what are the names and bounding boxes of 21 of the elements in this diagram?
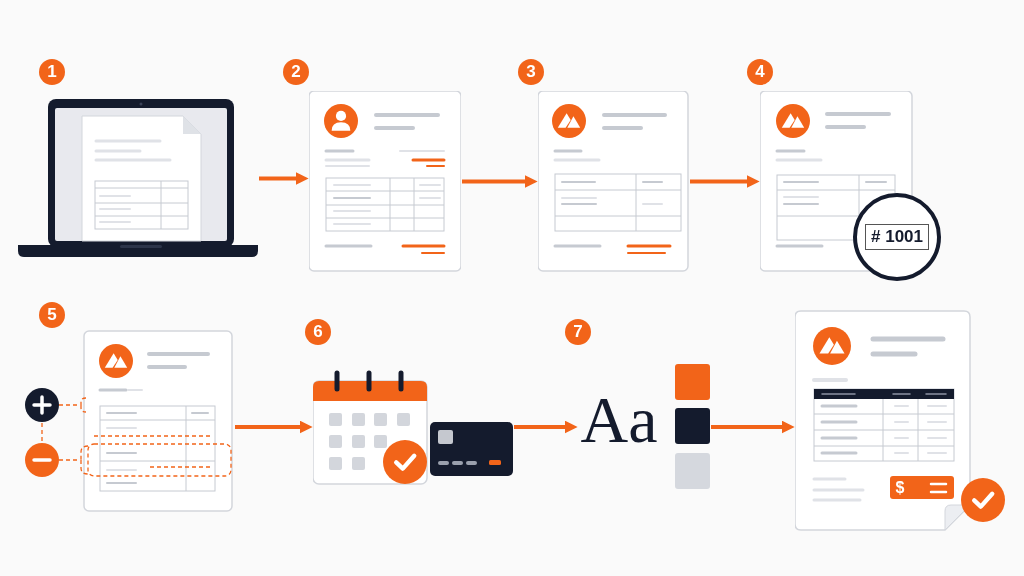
step-number-badge: 6 [305, 319, 331, 345]
invoice-edit-illustration [24, 330, 234, 513]
calendar-payment-illustration [313, 368, 513, 486]
step-number-badge: 1 [39, 59, 65, 85]
step-number-badge: 7 [565, 319, 591, 345]
dollar-sign: $ [895, 479, 905, 497]
step-number-badge: 2 [283, 59, 309, 85]
step-number-badge: 3 [518, 59, 544, 85]
step-number-badge: 5 [39, 302, 65, 328]
arrow [462, 175, 538, 188]
arrow [711, 420, 795, 434]
arrow [235, 420, 313, 434]
step-number-badge: 4 [747, 59, 773, 85]
arrow [259, 172, 309, 185]
arrow [514, 420, 578, 434]
invoice-illustration [538, 91, 689, 272]
laptop-illustration [18, 99, 258, 258]
invoice-illustration [309, 91, 461, 272]
font-sample: Aa [580, 387, 658, 453]
invoice-number: # 1001 [865, 224, 929, 250]
arrow [690, 175, 760, 188]
